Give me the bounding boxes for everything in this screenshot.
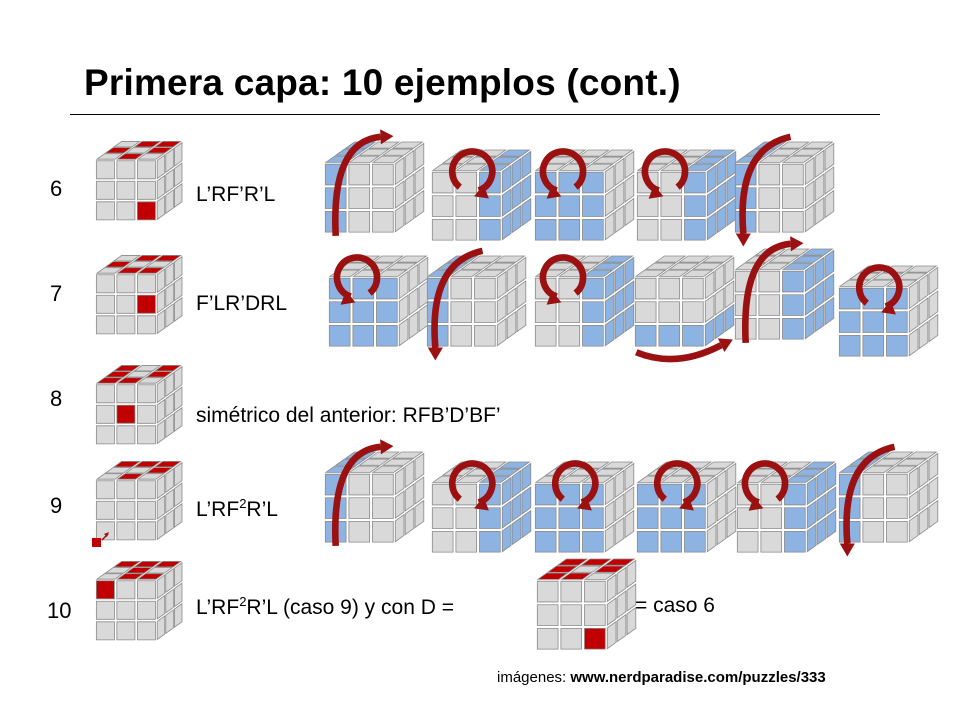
move-F-icon — [534, 460, 635, 553]
algorithm-7-text: F’LR’DRL — [196, 292, 288, 315]
algorithm-6: L’RF’R’L — [196, 183, 275, 207]
row-number-6: 6 — [50, 176, 63, 201]
slide-title: Primera capa: 10 ejemplos (cont.) — [84, 62, 681, 103]
algorithm-7: F’LR’DRL — [196, 292, 287, 316]
algorithm-10-part-a: L’RF — [196, 596, 240, 619]
algorithm-6-text: L’RF’R’L — [196, 183, 276, 206]
case-7-cube-icon — [95, 255, 183, 335]
small-sticker-arrow-icon — [92, 532, 109, 547]
move-L-prime-icon — [324, 129, 425, 237]
case-10-after-D-cube-icon — [536, 558, 637, 650]
case-9-cube-icon — [95, 461, 183, 541]
credits-prefix: imágenes: — [497, 669, 571, 686]
move-R-icon — [734, 236, 835, 344]
case-10-cube-icon — [95, 561, 183, 641]
case-6-cube-icon — [95, 141, 183, 221]
algorithm-10: L’RF2R’L (caso 9) y con D = — [196, 594, 454, 620]
title-underline — [70, 114, 880, 115]
move-L-icon — [838, 264, 939, 357]
move-F-prime-icon — [328, 254, 429, 347]
move-L-icon — [426, 247, 527, 361]
move-L-icon — [734, 133, 835, 247]
row-number-10: 10 — [47, 598, 72, 623]
row-number-7: 7 — [50, 281, 63, 306]
move-F-prime-icon — [534, 148, 635, 241]
row-number-8: 8 — [50, 386, 63, 411]
algorithm-9: L’RF2R’L — [196, 496, 278, 522]
move-R-prime-icon — [736, 460, 837, 553]
algorithm-9-part-a: L’RF — [196, 498, 240, 521]
algorithm-9-part-c: R’L — [246, 498, 278, 521]
credits-url: www.nerdparadise.com/puzzles/333 — [570, 669, 826, 686]
move-R-prime-icon — [636, 148, 737, 241]
algorithm-8-text: simétrico del anterior: RFB’D’BF’ — [196, 404, 501, 427]
algorithm-10-part-c: R’L (caso 9) y con D = — [246, 596, 454, 619]
move-L-icon — [838, 443, 939, 557]
image-credits: imágenes: www.nerdparadise.com/puzzles/3… — [497, 669, 826, 686]
row-number-9: 9 — [50, 493, 63, 518]
algorithm-9-exponent: 2 — [239, 496, 247, 511]
move-F-icon — [636, 460, 737, 553]
move-L-prime-icon — [324, 439, 425, 547]
algorithm-10-exponent: 2 — [239, 594, 247, 609]
move-R-icon — [431, 148, 532, 241]
move-R-icon — [431, 460, 532, 553]
move-R-prime-icon — [534, 254, 635, 347]
algorithm-8: simétrico del anterior: RFB’D’BF’ — [196, 404, 501, 428]
case-8-cube-icon — [95, 365, 183, 445]
equals-case-6: = caso 6 — [635, 594, 715, 617]
move-D-icon — [634, 255, 735, 363]
